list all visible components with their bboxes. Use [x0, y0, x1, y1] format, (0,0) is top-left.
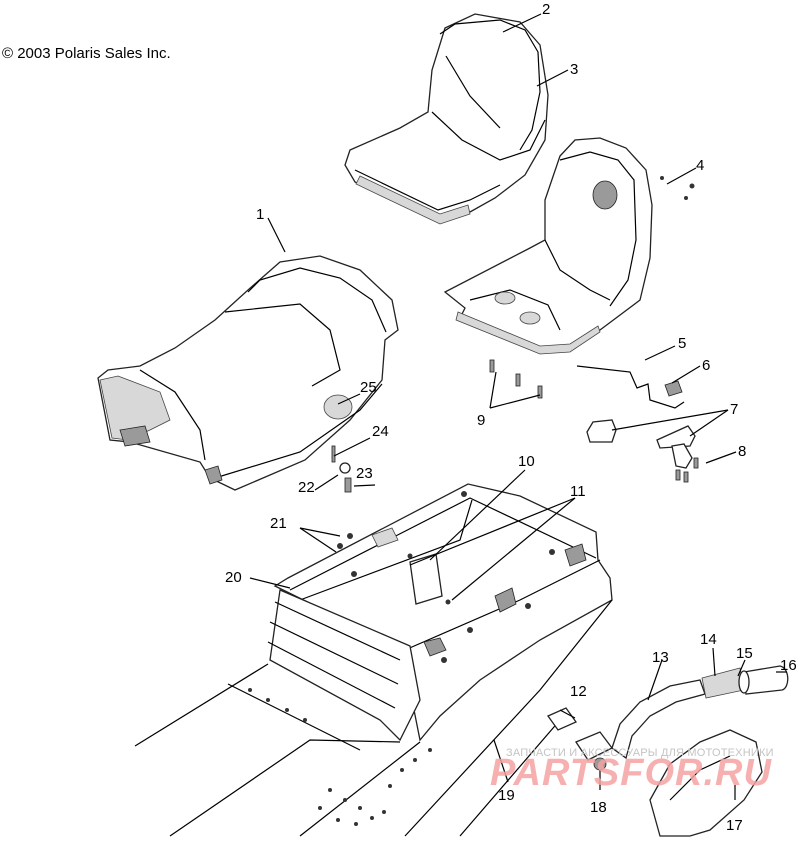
callout-14: 14 [700, 631, 717, 648]
callout-labels: 1 2 3 4 5 6 7 8 9 10 11 12 13 14 15 16 1… [225, 1, 797, 834]
callout-8: 8 [738, 443, 746, 460]
main-seat-cushion [97, 255, 399, 491]
copyright-text: © 2003 Polaris Sales Inc. [2, 45, 171, 62]
callout-6: 6 [702, 357, 710, 374]
hose-assembly [547, 665, 789, 837]
callout-18: 18 [590, 799, 607, 816]
watermark-logo: PARTSFOR.RU [490, 752, 772, 794]
callout-25: 25 [360, 379, 377, 396]
callout-16: 16 [780, 657, 797, 674]
callout-3: 3 [570, 61, 578, 78]
callout-4: 4 [696, 157, 704, 174]
callout-10: 10 [518, 453, 535, 470]
callout-24: 24 [372, 423, 389, 440]
callout-13: 13 [652, 649, 669, 666]
callout-21: 21 [270, 515, 287, 532]
callout-1: 1 [256, 206, 264, 223]
callout-12: 12 [570, 683, 587, 700]
callout-19: 19 [498, 787, 515, 804]
leader-lines [249, 13, 787, 800]
callout-9: 9 [477, 412, 485, 429]
callout-5: 5 [678, 335, 686, 352]
callout-20: 20 [225, 569, 242, 586]
callout-2: 2 [542, 1, 550, 18]
callout-15: 15 [736, 645, 753, 662]
tunnel-rivets [248, 688, 432, 826]
tunnel-base [134, 599, 613, 837]
callout-22: 22 [298, 479, 315, 496]
callout-11: 11 [570, 483, 586, 500]
callout-23: 23 [356, 465, 373, 482]
callout-17: 17 [726, 817, 743, 834]
backrest-cushion [344, 13, 549, 225]
callout-7: 7 [730, 401, 738, 418]
latch-hardware [331, 176, 699, 493]
seat-support-frame [267, 483, 613, 742]
watermark-tagline: ЗАПЧАСТИ И АКСЕССУАРЫ ДЛЯ МОТОТЕХНИКИ [506, 747, 774, 759]
seat-base-shell [443, 137, 653, 355]
